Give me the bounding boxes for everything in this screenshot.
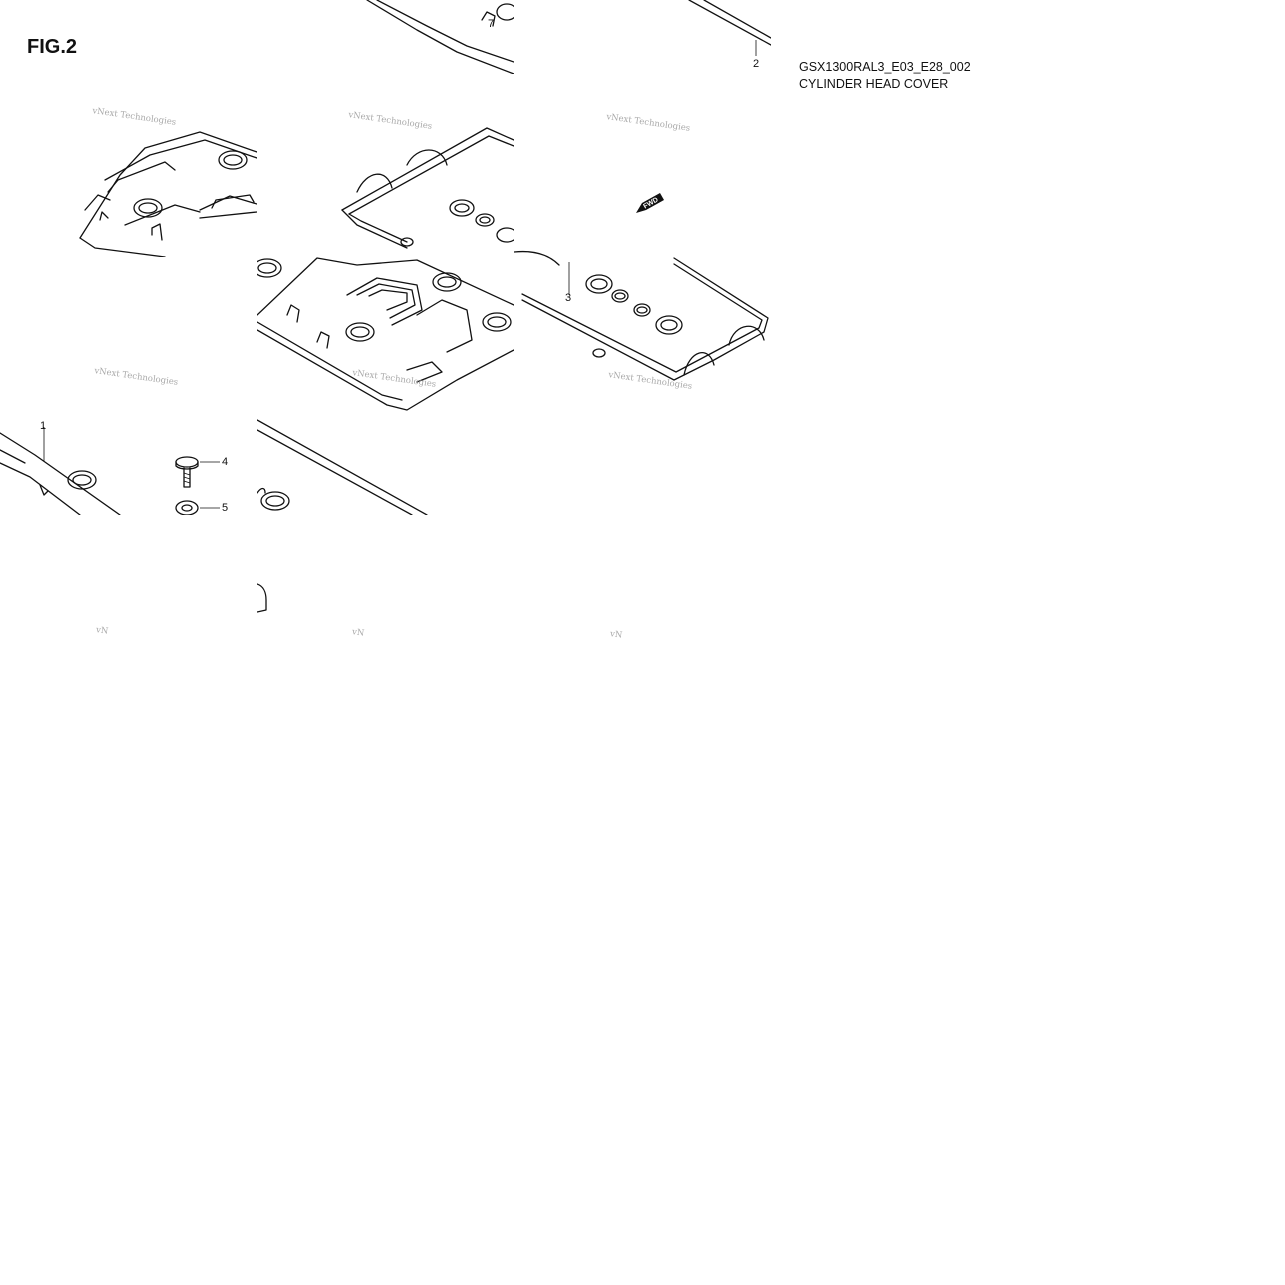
diagram-tile-top-right <box>514 0 771 74</box>
diagram-tile-bottom-gasket <box>257 415 514 515</box>
callout-7: 7 <box>488 18 495 30</box>
diagram-tile-bolt-washer <box>0 415 257 515</box>
watermark-fragment: vN <box>351 627 365 639</box>
diagram-tile-top-left <box>0 100 257 257</box>
watermark-fragment: vN <box>95 625 109 637</box>
callout-1: 1 <box>40 420 47 432</box>
diagram-metadata: GSX1300RAL3_E03_E28_002 CYLINDER HEAD CO… <box>799 59 971 93</box>
diagram-title: CYLINDER HEAD COVER <box>799 77 949 91</box>
diagram-tile-fragment <box>257 580 269 614</box>
watermark-fragment: vN <box>609 629 623 641</box>
watermark: vNext Technologies <box>93 366 179 388</box>
fwd-arrow-icon <box>636 193 664 213</box>
callout-2: 2 <box>753 58 760 70</box>
callout-3: 3 <box>565 292 572 304</box>
callout-5: 5 <box>222 502 229 514</box>
figure-label: FIG.2 <box>27 36 78 58</box>
callout-4: 4 <box>222 456 229 468</box>
bolt-icon <box>175 456 199 488</box>
diagram-code: GSX1300RAL3_E03_E28_002 <box>799 60 971 74</box>
diagram-tile-top-middle <box>257 0 514 74</box>
washer-icon <box>175 500 199 515</box>
diagram-tile-gasket-seals <box>514 100 771 390</box>
diagram-tile-cover-gasket <box>257 100 514 415</box>
